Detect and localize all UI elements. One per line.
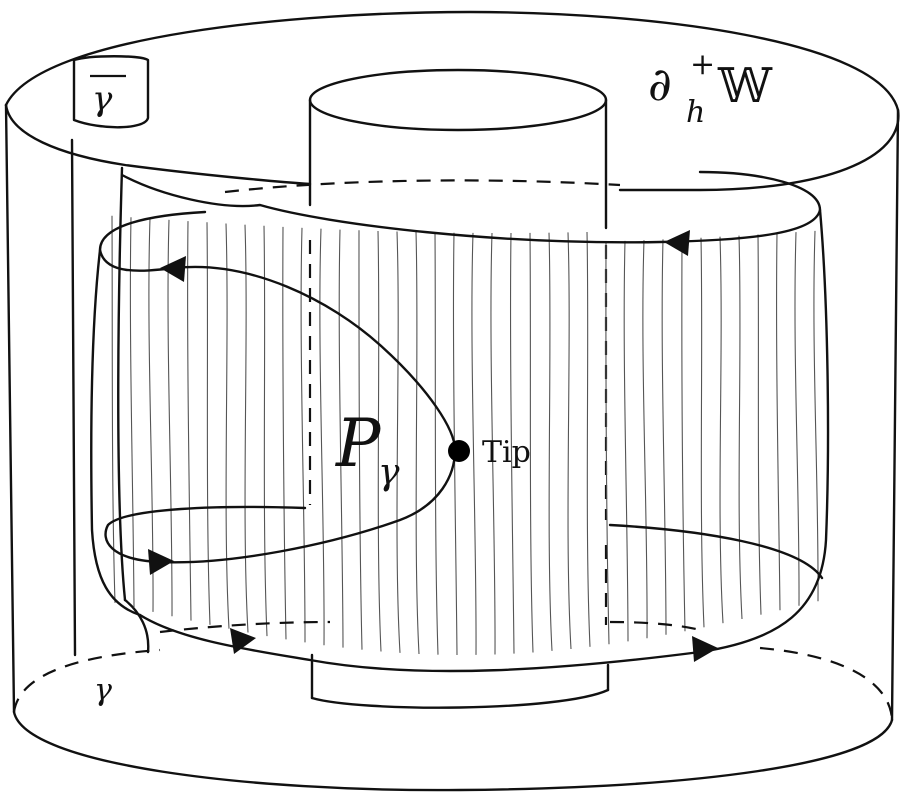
hatch-line (509, 232, 515, 654)
hatch-line (300, 227, 306, 643)
hatch-line (282, 226, 287, 640)
surface-hatching (111, 215, 819, 656)
boundary-label-W: 𝕎 (717, 58, 773, 114)
gamma-bar-left-line (70, 138, 77, 657)
inner-cylinder-bottom (310, 688, 610, 709)
arrow-bottom-right (692, 636, 718, 662)
hatch-line (187, 221, 192, 621)
boundary-label-sup: + (690, 47, 715, 82)
gamma-bar-bottom-fold (123, 598, 150, 654)
hatch-line (776, 233, 781, 611)
surface-top-edge (120, 170, 822, 244)
surface-top-edge-back (224, 179, 621, 194)
surface-left-loop-top (98, 210, 457, 452)
outer-cylinder-right-side (890, 108, 900, 722)
hatch-line (434, 232, 439, 655)
arrows (148, 230, 718, 662)
hatch-line (377, 230, 382, 652)
surface (90, 170, 830, 673)
hatch-line (623, 240, 629, 642)
hatch-line (358, 230, 363, 650)
hatch-line (605, 241, 610, 645)
outer-cylinder-left-side (4, 103, 16, 714)
hatch-line (206, 222, 211, 625)
outer-cylinder-bottom-rim-back (12, 648, 161, 713)
inner-cylinder-top (308, 68, 608, 132)
labels: ∂ h + 𝕎 γ γ P γ Tip (90, 47, 773, 708)
hatch-line (111, 215, 116, 603)
hatch-line (471, 232, 477, 655)
inner-cylinder (308, 68, 610, 709)
hatch-line (681, 238, 686, 632)
arrow-lower-loop (148, 549, 174, 575)
hatch-line (244, 224, 249, 633)
hatch-line (490, 232, 496, 655)
hatch-line (415, 231, 420, 655)
hatch-line (700, 237, 705, 628)
surface-bottom-back-right (609, 620, 701, 632)
outer-cylinder-top-rim-front (4, 103, 312, 186)
arrow-top-right (664, 230, 690, 256)
hatch-line (567, 232, 572, 650)
outer-cylinder-bottom-rim (12, 710, 894, 792)
arrow-left-loop (160, 256, 186, 282)
outer-cylinder (4, 10, 900, 792)
outer-cylinder-bottom-rim-back-right (759, 646, 894, 721)
hatch-line (757, 234, 762, 615)
hatch-line (719, 236, 724, 624)
tip-label: Tip (482, 435, 531, 470)
surface-lower-loop (104, 448, 457, 564)
gamma-bar-right-line (117, 166, 127, 602)
hatch-line (396, 231, 401, 653)
p-gamma-sub: γ (378, 452, 400, 493)
outer-cylinder-top-rim (4, 10, 900, 192)
gamma-bar-label: γ (92, 79, 113, 119)
hatch-line (813, 230, 819, 602)
arrow-bottom-left (230, 628, 256, 654)
hatch-line (338, 229, 344, 648)
hatch-line (661, 239, 667, 635)
hatch-line (738, 235, 743, 620)
gamma-bar-strip-outline (72, 55, 150, 129)
gamma-label: γ (94, 673, 112, 708)
hatch-line (129, 217, 135, 608)
boundary-label-sub: h (686, 95, 705, 130)
hatch-line (225, 223, 230, 629)
surface-bottom-back (159, 620, 331, 634)
hatch-line (548, 232, 553, 651)
gamma-bar-strip (70, 55, 150, 657)
hatch-line (319, 228, 325, 646)
hatch-line (794, 232, 800, 606)
boundary-label-partial: ∂ (648, 57, 672, 111)
hatch-line (263, 225, 268, 637)
surface-right-lower-loop (608, 523, 824, 580)
hatch-line (167, 219, 173, 617)
hatch-line (586, 231, 591, 647)
p-gamma-label: P (335, 405, 382, 482)
surface-left-edge (90, 248, 142, 617)
hatch-line (642, 240, 648, 639)
tip-point (448, 440, 470, 462)
hatch-line (529, 232, 534, 653)
